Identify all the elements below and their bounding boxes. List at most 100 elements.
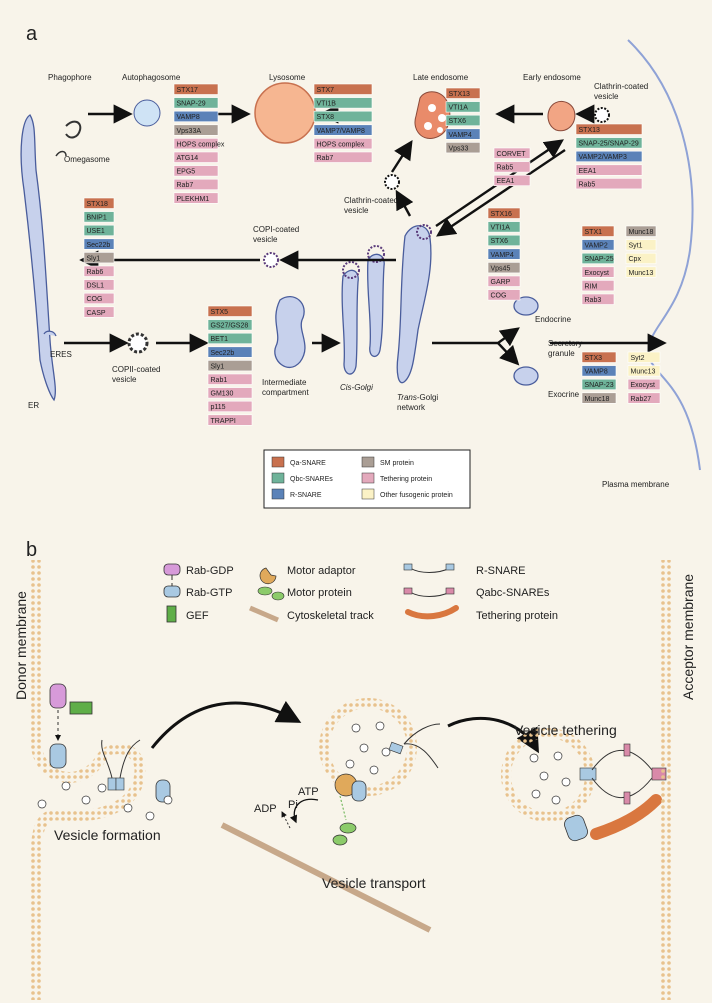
plasma-membrane xyxy=(627,39,701,471)
legend-qabc: Qabc-SNAREs xyxy=(476,587,550,599)
panel-a-label: a xyxy=(26,23,38,45)
legend-motor-adaptor: Motor adaptor xyxy=(287,565,356,577)
legend-track: Cytoskeletal track xyxy=(287,610,374,622)
protein-label-autophagosome-1: SNAP-29 xyxy=(177,101,206,108)
protein-box-copi-7 xyxy=(83,292,115,305)
protein-box-endocrine_left-3 xyxy=(581,266,615,278)
protein-box-autophagosome-6 xyxy=(173,165,219,177)
protein-box-early_endosome-3 xyxy=(575,164,643,176)
protein-label-endocrine_right-0: Munc18 xyxy=(629,229,654,236)
arrow-formation-transport xyxy=(150,700,302,749)
clathrin-vesicle-top-label-1: Clathrin-coated xyxy=(594,82,648,91)
legend-gef: GEF xyxy=(186,610,209,622)
protein-box-copii-6 xyxy=(207,387,253,399)
qabc-snare-icon xyxy=(409,591,451,597)
atp-label: ATP xyxy=(298,786,319,798)
protein-box-autophagosome-7 xyxy=(173,178,219,190)
protein-label-endocrine_left-2: SNAP-25 xyxy=(585,256,614,263)
protein-box-copii-2 xyxy=(207,332,253,345)
panel-b-label: b xyxy=(26,539,37,561)
protein-box-tgn-4 xyxy=(487,262,521,274)
protein-box-lysosome-2 xyxy=(313,110,373,122)
late-endosome-shape xyxy=(414,91,451,139)
protein-box-copii-3 xyxy=(207,346,253,358)
protein-label-copi-5: Rab6 xyxy=(87,269,104,276)
protein-label-copii-2: BET1 xyxy=(211,336,229,343)
tgn-label-1: Trans-Golgi xyxy=(397,393,438,402)
omegasome-label: Omegasome xyxy=(64,155,110,164)
protein-box-lysosome-4 xyxy=(313,138,373,150)
protein-label-tgn-6: COG xyxy=(491,293,507,300)
rab-gdp-icon xyxy=(163,563,181,576)
protein-box-endocrine_left-0 xyxy=(581,225,615,237)
vesicle-transport-label: Vesicle transport xyxy=(322,875,426,891)
protein-label-copi-3: Sec22b xyxy=(87,242,111,249)
legend-r-snare: R-SNARE xyxy=(476,565,526,577)
protein-label-late_endosome_left-1: VTI1A xyxy=(449,105,469,112)
protein-box-copi-1 xyxy=(83,211,115,223)
protein-label-early_endosome-1: SNAP-25/SNAP-29 xyxy=(579,141,639,148)
autophagosome-label: Autophagosome xyxy=(122,73,181,82)
protein-label-endocrine_left-3: Exocyst xyxy=(585,270,610,277)
protein-label-early_endosome-0: STX13 xyxy=(579,127,601,134)
rab-gdp-shape xyxy=(49,683,67,709)
protein-box-endocrine_right-1 xyxy=(625,239,657,251)
legend-rab-gdp: Rab-GDP xyxy=(186,565,234,577)
protein-label-tgn-3: VAMP4 xyxy=(491,252,514,259)
protein-label-autophagosome-5: ATG14 xyxy=(177,155,199,162)
lysosome-label: Lysosome xyxy=(269,73,306,82)
protein-label-autophagosome-8: PLEKHM1 xyxy=(177,196,210,203)
legend-tethering: Tethering protein xyxy=(476,610,558,622)
clathrin-vesicle-mid-label-1: Clathrin-coated xyxy=(344,196,398,205)
protein-label-endocrine_right-2: Cpx xyxy=(629,256,642,263)
exocrine-label: Exocrine xyxy=(548,390,580,399)
protein-label-autophagosome-7: Rab7 xyxy=(177,182,194,189)
protein-label-early_endosome-2: VAMP2/VAMP3 xyxy=(579,154,627,161)
transport-vesicle xyxy=(319,698,417,796)
legend-swatch-teth xyxy=(361,472,375,484)
protein-box-lysosome-3 xyxy=(313,124,373,136)
protein-box-autophagosome-4 xyxy=(173,138,219,150)
copii-vesicle-label-2: vesicle xyxy=(112,375,137,384)
gef-shape xyxy=(69,701,93,715)
protein-label-late_endosome_left-2: STX6 xyxy=(449,118,467,125)
protein-label-exocrine_right-2: Exocyst xyxy=(631,382,656,389)
clathrin-vesicle-mid-label-2: vesicle xyxy=(344,206,369,215)
protein-box-exocrine_left-3 xyxy=(581,392,617,404)
copii-vesicle-label-1: COPII-coated xyxy=(112,365,160,374)
protein-box-autophagosome-1 xyxy=(173,97,219,109)
copi-vesicle-label-2: vesicle xyxy=(253,235,278,244)
protein-label-endocrine_right-1: Syt1 xyxy=(629,243,643,250)
protein-label-exocrine_left-2: SNAP-23 xyxy=(585,382,614,389)
protein-box-late_endosome_left-4 xyxy=(445,142,481,154)
legend-rab-gtp: Rab-GTP xyxy=(186,587,232,599)
protein-box-exocrine_right-0 xyxy=(627,351,661,363)
plasma-membrane-label: Plasma membrane xyxy=(602,480,670,489)
protein-label-tgn-2: STX6 xyxy=(491,238,509,245)
donor-membrane xyxy=(30,560,146,1000)
protein-label-autophagosome-2: VAMP8 xyxy=(177,114,200,121)
protein-box-copi-4 xyxy=(83,252,115,264)
protein-box-autophagosome-5 xyxy=(173,151,219,163)
protein-box-autophagosome-3 xyxy=(173,124,219,136)
protein-box-copi-2 xyxy=(83,224,115,236)
protein-box-copi-6 xyxy=(83,279,115,291)
protein-box-exocrine_left-0 xyxy=(581,351,617,363)
legend-swatch-rs xyxy=(271,488,285,500)
protein-label-copii-5: Rab1 xyxy=(211,377,228,384)
protein-box-exocrine_right-1 xyxy=(627,365,661,377)
protein-label-endocrine_left-1: VAMP2 xyxy=(585,243,608,250)
protein-box-endocrine_right-3 xyxy=(625,266,657,278)
pi-label: Pi xyxy=(288,799,298,811)
protein-label-copii-7: p115 xyxy=(211,404,226,411)
protein-label-copi-8: CASP xyxy=(87,310,106,317)
protein-box-late_endosome_right-0 xyxy=(493,147,531,159)
protein-box-endocrine_right-0 xyxy=(625,225,657,237)
copi-vesicle-label-1: COPI-coated xyxy=(253,225,299,234)
protein-box-lysosome-5 xyxy=(313,151,373,163)
protein-label-exocrine_right-1: Munc13 xyxy=(631,369,656,376)
protein-box-copii-1 xyxy=(207,319,253,331)
intermediate-label-2: compartment xyxy=(262,388,309,397)
